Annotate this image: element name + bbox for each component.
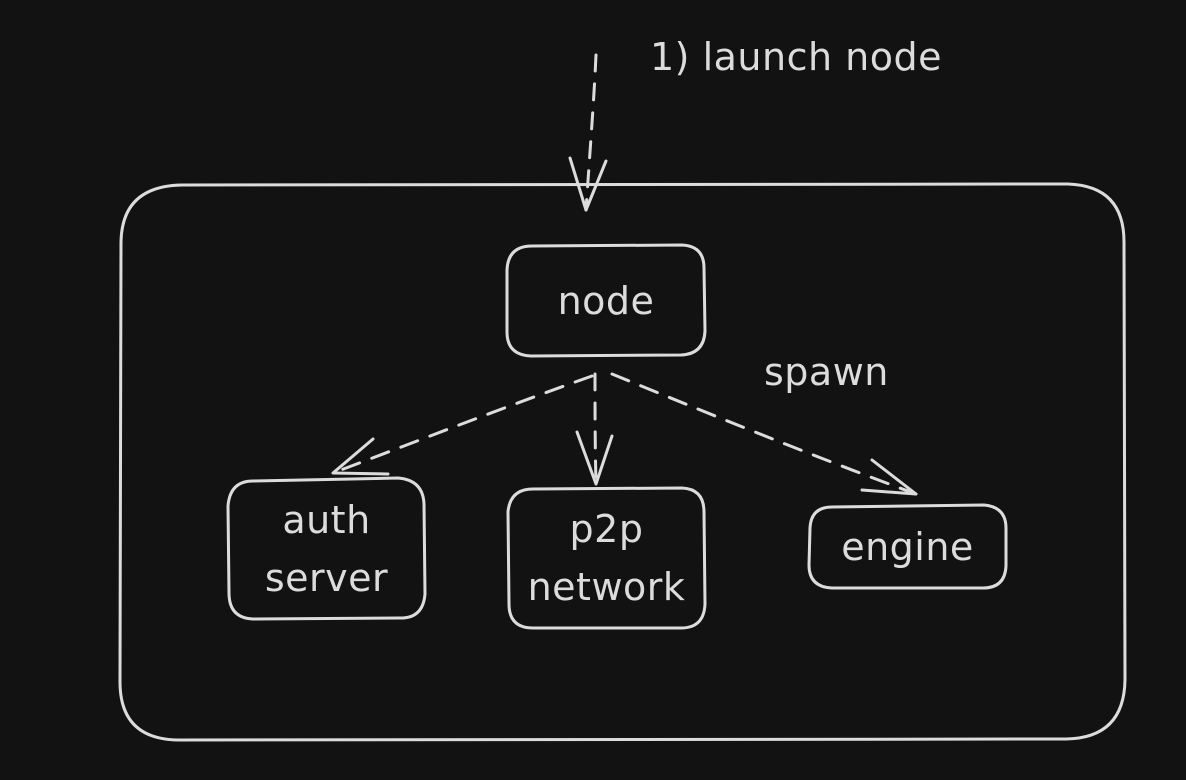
spawn-arrow-engine-line: [610, 372, 918, 496]
auth-server-label-line-2: server: [264, 556, 389, 600]
auth-server-label: auth server: [228, 489, 425, 609]
p2p-network-box: [506, 486, 707, 630]
engine-label-line: engine: [841, 525, 974, 569]
node-label-line: node: [557, 279, 655, 323]
spawn-label: spawn: [764, 350, 889, 394]
engine-label: engine: [809, 506, 1006, 588]
node-box: [505, 243, 707, 358]
launch-arrow-head: [568, 156, 608, 212]
spawn-arrow-engine-head: [860, 458, 918, 496]
auth-server-label-line-1: auth: [282, 498, 371, 542]
spawn-arrow-p2p-head: [575, 430, 614, 486]
spawn-arrow-p2p-line: [593, 372, 598, 486]
spawn-arrow-auth-head: [331, 437, 390, 476]
node-label: node: [507, 246, 705, 356]
p2p-network-label-line-2: network: [527, 565, 686, 609]
container-box: [118, 182, 1127, 742]
launch-arrow-line: [584, 53, 598, 212]
spawn-arrow-auth-line: [331, 374, 594, 475]
p2p-network-label: p2p network: [508, 498, 705, 618]
p2p-network-label-line-1: p2p: [569, 507, 644, 551]
engine-box: [807, 503, 1008, 590]
step-label: 1) launch node: [650, 35, 942, 79]
auth-server-box: [226, 476, 427, 621]
